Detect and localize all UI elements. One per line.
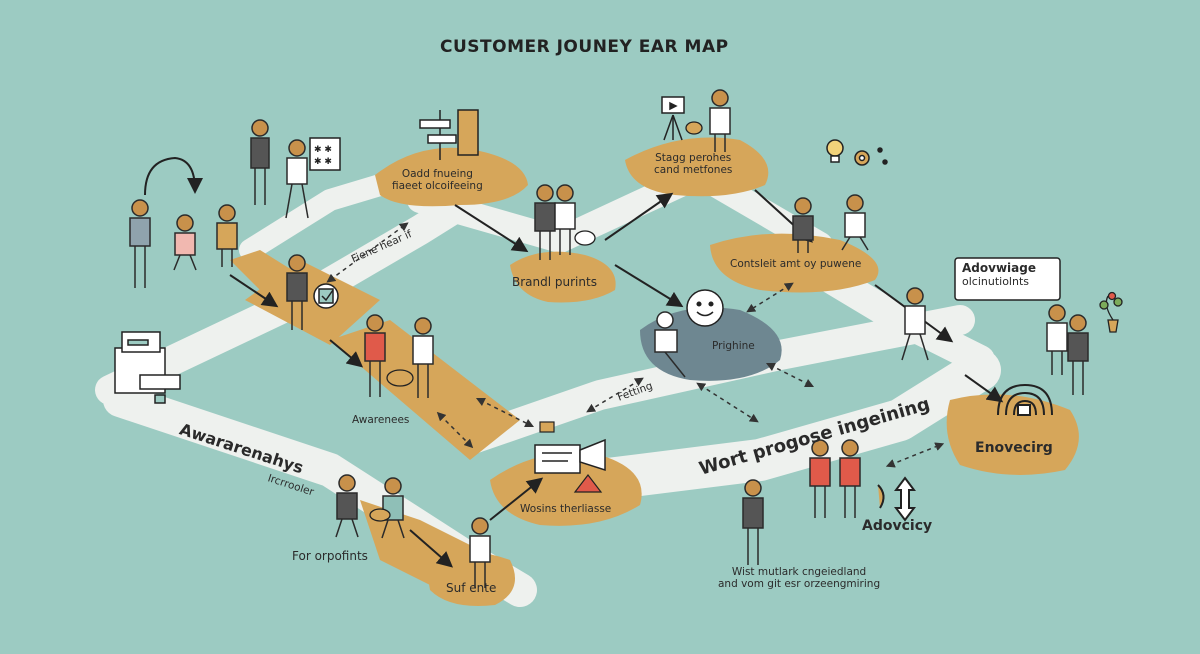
smiley-face-icon bbox=[686, 289, 724, 327]
road-topleft bbox=[239, 174, 391, 261]
stage-label-oad-line2: fiaeet olcoifeeing bbox=[392, 180, 483, 193]
person bbox=[364, 314, 386, 397]
flow-arrows bbox=[144, 156, 1004, 568]
speech-bubble-line1: Adovwiage bbox=[962, 261, 1036, 275]
person bbox=[839, 439, 861, 518]
stage-label-sufente: Suf ente bbox=[446, 581, 497, 595]
blob-brand bbox=[510, 251, 616, 303]
arrow-sufente bbox=[409, 529, 454, 568]
stage-label-oad: Oadd fnueing fiaeet olcoifeeing bbox=[392, 168, 483, 192]
caption-bottom-line1: Wist mutlark cngeiedland bbox=[731, 566, 867, 578]
person bbox=[841, 194, 869, 251]
person bbox=[1067, 314, 1089, 395]
gear-icon bbox=[854, 147, 888, 166]
stage-label-for-orpofints: For orpofints bbox=[292, 549, 368, 563]
person bbox=[554, 184, 576, 255]
speech-bubble-line2: olcinutiolnts bbox=[962, 274, 1030, 288]
person bbox=[654, 311, 686, 378]
arrow-right-cross bbox=[964, 374, 1004, 403]
person bbox=[216, 204, 238, 267]
people bbox=[129, 89, 1089, 588]
printer-icon bbox=[114, 331, 181, 404]
person bbox=[412, 317, 434, 398]
caption-bottom: Wist mutlark cngeiedland and vom git esr… bbox=[718, 566, 880, 590]
checkbox-icon bbox=[313, 283, 339, 309]
road-right bbox=[579, 349, 1001, 501]
arrow-oad-brand bbox=[454, 204, 529, 253]
person bbox=[129, 199, 151, 288]
person bbox=[809, 439, 831, 518]
stage-label-brand: Brandl purints bbox=[512, 275, 597, 289]
person bbox=[1046, 304, 1068, 375]
blob-consistent bbox=[710, 233, 879, 293]
road-top bbox=[407, 162, 833, 258]
svg-text:✱ ✱: ✱ ✱ bbox=[314, 157, 332, 167]
stage-label-stagg-line1: Stagg perohes bbox=[655, 152, 732, 164]
letter-icon bbox=[539, 421, 555, 433]
stage-label-oad-line1: Oadd fnueing bbox=[401, 168, 473, 180]
blob-topleft bbox=[230, 250, 300, 305]
person bbox=[250, 119, 270, 205]
arrow-fiene-center bbox=[329, 339, 364, 368]
blob-stagg bbox=[625, 137, 769, 197]
checklist-board-icon: ✱ ✱ ✱ ✱ bbox=[309, 137, 341, 171]
person bbox=[792, 197, 814, 253]
arrow-brand-prighine bbox=[614, 264, 684, 308]
stage-label-consistent: Contsleit amt oy puwene bbox=[730, 258, 862, 270]
signpost-icon bbox=[419, 109, 479, 160]
arrow-topleft-fiene bbox=[229, 274, 279, 308]
person bbox=[901, 287, 929, 361]
person bbox=[173, 214, 197, 271]
plant-icon bbox=[1099, 291, 1123, 333]
blob-prighine bbox=[640, 307, 782, 381]
stage-label-wosins: Wosins therliasse bbox=[520, 503, 612, 515]
dotted-connectors bbox=[326, 222, 945, 468]
diagram-title: CUSTOMER JOUNEY EAR MAP bbox=[440, 37, 729, 57]
speech-bubble-text: Adovwiage olcinutiolnts bbox=[962, 261, 1036, 288]
caption-bottom-line2: and vom git esr orzeengmiring bbox=[718, 578, 881, 591]
arrow-wosins bbox=[489, 477, 544, 521]
lightbulb-icon bbox=[826, 139, 844, 163]
person bbox=[742, 479, 764, 565]
stage-label-awarenes: Awarenees bbox=[352, 414, 410, 426]
rainbow-icon bbox=[997, 383, 1053, 416]
speech-bubble-icon bbox=[954, 257, 1061, 301]
person bbox=[286, 254, 308, 330]
blob-oad bbox=[375, 147, 528, 207]
person bbox=[469, 517, 491, 588]
svg-text:✱ ✱: ✱ ✱ bbox=[314, 145, 332, 155]
stage-label-stagg-line2: cand metfones bbox=[654, 164, 733, 177]
dog bbox=[369, 508, 391, 522]
arrow-brand-stagg bbox=[604, 192, 674, 241]
camera-tripod-icon bbox=[661, 96, 685, 141]
blob-wosins bbox=[490, 452, 642, 526]
megaphone-icon bbox=[534, 438, 606, 474]
dogs bbox=[369, 121, 703, 522]
dog bbox=[386, 369, 414, 387]
stage-label-prighine: Prighine bbox=[712, 340, 755, 352]
double-arrow-icon bbox=[877, 476, 916, 522]
dog bbox=[685, 121, 703, 135]
arrow-curve-icon bbox=[144, 156, 203, 196]
stage-label-enovecing: Enovecirg bbox=[975, 440, 1053, 456]
warning-triangle-icon bbox=[573, 474, 603, 493]
stage-blobs bbox=[230, 137, 1079, 606]
person bbox=[335, 474, 359, 538]
person bbox=[709, 89, 731, 152]
stage-label-stagg: Stagg perohes cand metfones bbox=[654, 152, 732, 176]
dog bbox=[574, 230, 596, 246]
stage-label-advocicy: Adovcicy bbox=[862, 518, 933, 534]
person bbox=[285, 139, 309, 219]
blob-enovecing bbox=[946, 394, 1079, 475]
